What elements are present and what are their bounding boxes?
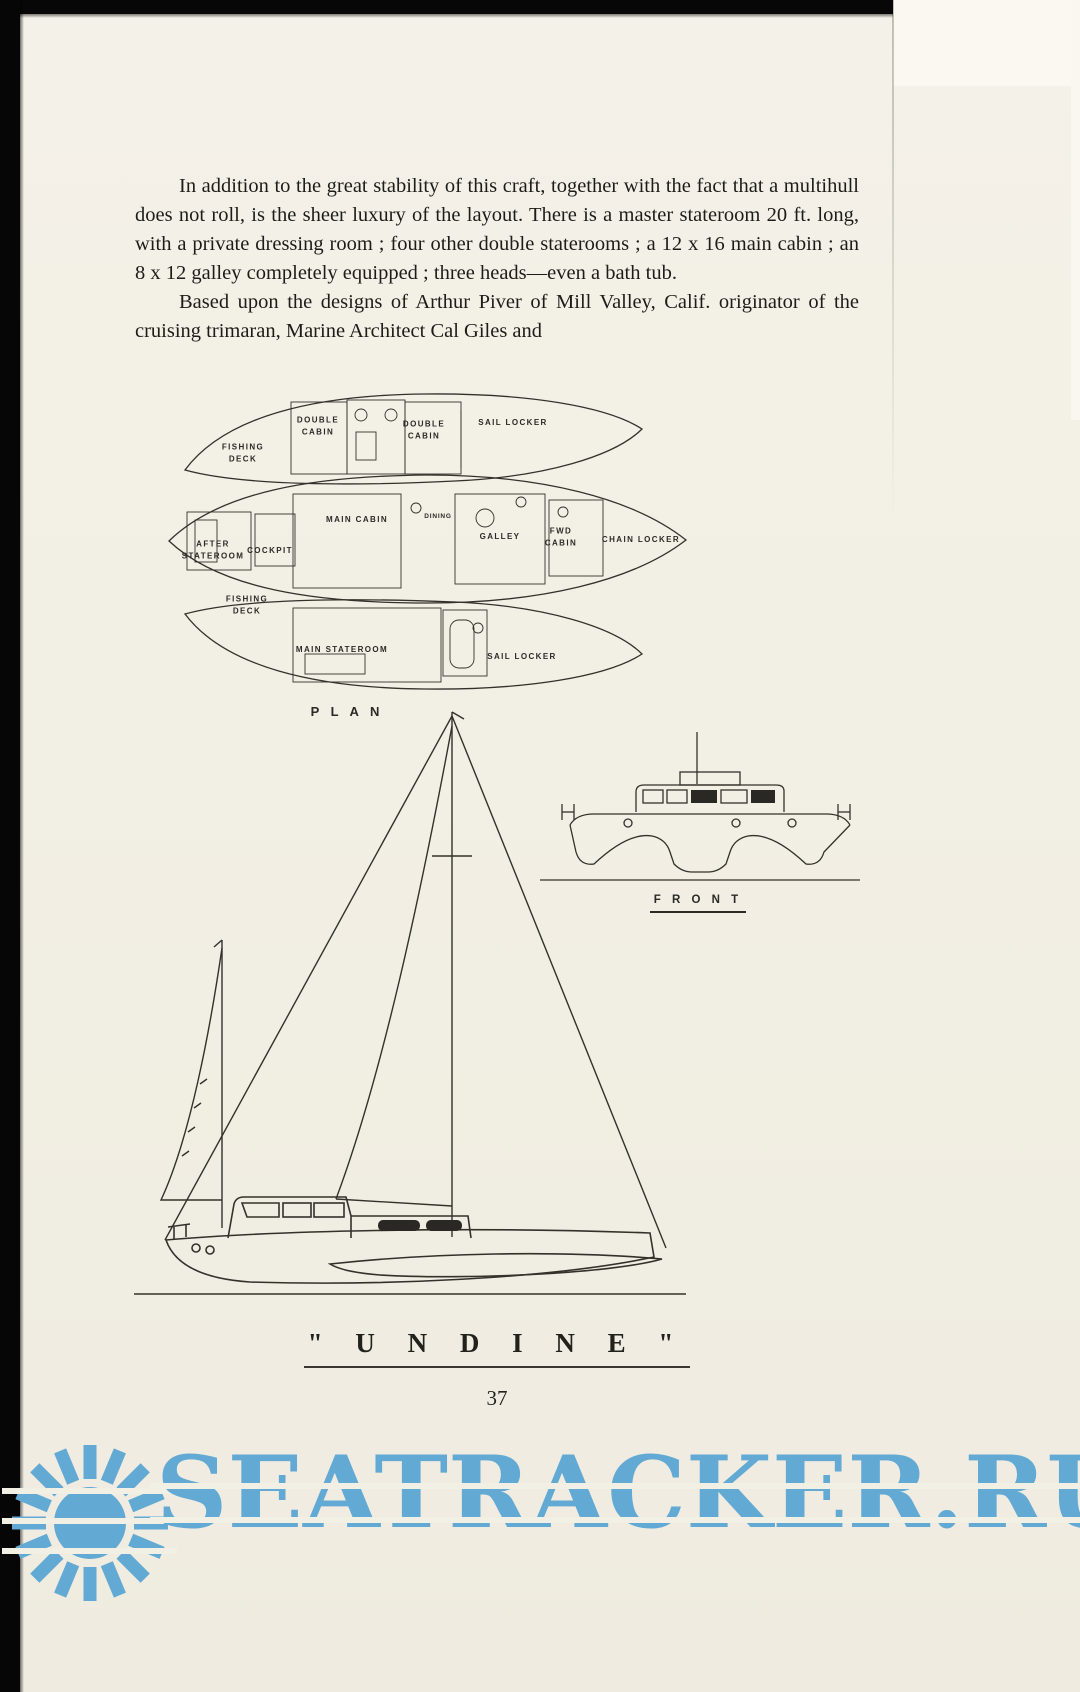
plan-label-cockpit: COCKPIT: [247, 545, 293, 555]
sailboat-side-view-drawing: [134, 711, 686, 1295]
scan-edge-left: [0, 0, 24, 1692]
plan-label-main-cabin: MAIN CABIN: [326, 514, 388, 524]
hull-profile: [134, 1196, 686, 1295]
sun-rays: [12, 1445, 168, 1601]
rig-lines: [159, 711, 667, 1249]
plan-label-double-cabin-left: DOUBLE CABIN: [296, 415, 340, 437]
plan-label-fwd-cabin: FWD CABIN: [544, 526, 578, 548]
plan-label-galley: GALLEY: [479, 531, 521, 541]
page-number: 37: [486, 1386, 508, 1410]
plan-label-after-stateroom: AFTER STATEROOM: [181, 539, 245, 561]
watermark-text: SEATRACKER.RU: [156, 1435, 1080, 1551]
boat-front-view-drawing: [540, 732, 860, 881]
paragraph-stability: In addition to the great stability of th…: [135, 175, 859, 284]
boat-name-text: " U N D I N E ": [303, 1328, 691, 1368]
plan-caption: P L A N: [310, 704, 384, 719]
front-caption: F R O N T: [650, 894, 746, 913]
watermark-stencil-stripe: [150, 1483, 1080, 1489]
sun-disc: [54, 1487, 126, 1559]
scan-edge-top: [0, 0, 893, 18]
plan-label-fishing-deck-top: FISHING DECK: [221, 442, 265, 464]
page-fold-line: [892, 0, 894, 520]
front-view-lines: [540, 732, 860, 881]
plan-label-sail-locker-top: SAIL LOCKER: [478, 417, 548, 427]
body-text-block: In addition to the great stability of th…: [135, 172, 859, 346]
plan-label-main-stateroom: MAIN STATEROOM: [295, 644, 389, 654]
scan-right-strip: [1071, 0, 1080, 420]
plan-label-dining: DINING: [424, 512, 452, 520]
watermark-stencil-stripe: [150, 1517, 1080, 1523]
paragraph-designs: Based upon the designs of Arthur Piver o…: [135, 291, 859, 342]
plan-label-fishing-deck-bottom: FISHING DECK: [225, 594, 269, 616]
plan-label-double-cabin-right: DOUBLE CABIN: [402, 419, 446, 441]
plan-label-sail-locker-bottom: SAIL LOCKER: [487, 651, 557, 661]
plan-label-chain-locker: CHAIN LOCKER: [601, 534, 681, 544]
boat-name-title: " U N D I N E ": [135, 1328, 859, 1368]
scan-corner-highlight: [893, 0, 1080, 86]
